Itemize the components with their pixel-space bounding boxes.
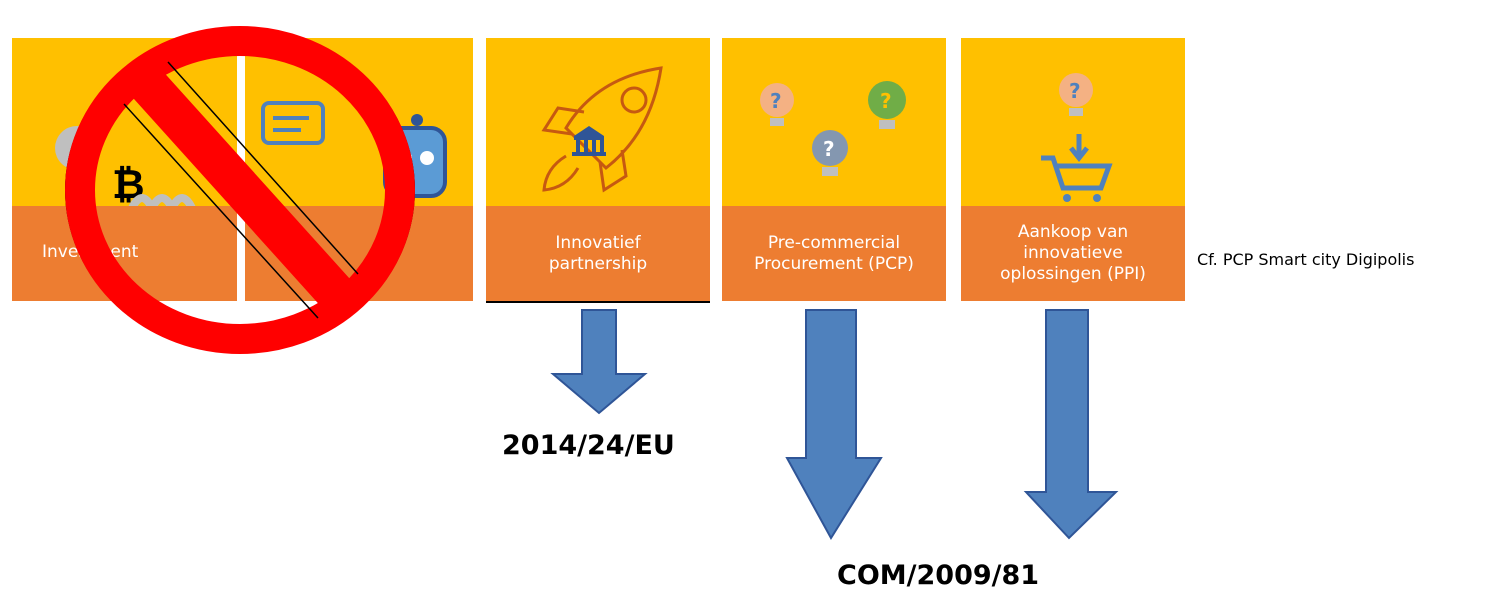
card-ppi-label: Aankoop van innovatieve oplossingen (PPI…: [961, 206, 1185, 301]
svg-text:?: ?: [1069, 79, 1081, 103]
card-pcp-illustration: ? ? ?: [722, 38, 946, 206]
rocket-icon: [541, 66, 663, 193]
arrow-down-pcp: [785, 309, 883, 540]
card-ppi-illustration: ?: [961, 38, 1185, 206]
arrow-down-ppi: [1023, 309, 1119, 540]
card-partnership-label: Innovatief partnership: [486, 206, 710, 301]
svg-text:?: ?: [880, 89, 892, 113]
cart-lightbulb-icon: ?: [1041, 73, 1113, 202]
three-lightbulbs-icon: ? ? ?: [760, 81, 906, 176]
card-pcp-label: Pre-commercial Procurement (PCP): [722, 206, 946, 301]
arrow-down-partnership: [550, 309, 648, 415]
card-innovatief-partnership: Innovatief partnership: [486, 38, 710, 303]
svg-text:?: ?: [770, 89, 782, 113]
card-partnership-illustration: [486, 38, 710, 206]
communication-label: COM/2009/81: [837, 560, 1040, 591]
svg-text:?: ?: [823, 137, 835, 161]
card-investment-label: Investment: [12, 206, 237, 301]
card-ppi: ? Aankoop van innovatieve oplossingen (P…: [961, 38, 1185, 301]
card-pcp: ? ? ? Pre-commercial Procurement (PCP): [722, 38, 946, 301]
prohibition-icon: [65, 26, 415, 354]
directive-label: 2014/24/EU: [502, 430, 675, 461]
reference-note: Cf. PCP Smart city Digipolis: [1197, 250, 1415, 269]
